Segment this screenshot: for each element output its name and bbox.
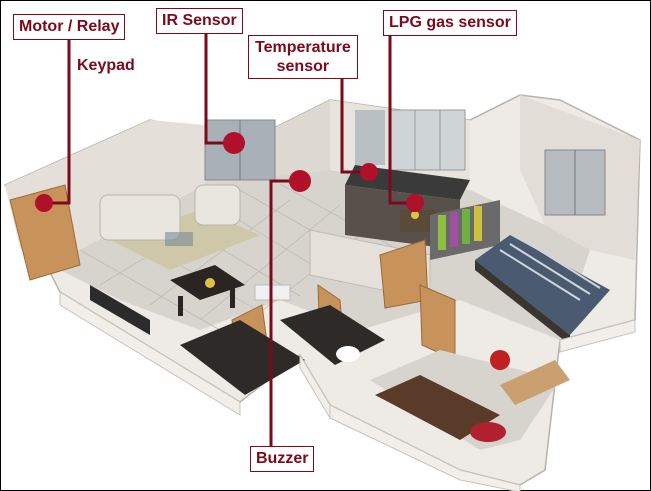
sensor-markers bbox=[35, 132, 424, 212]
lpg-sensor-marker bbox=[406, 194, 424, 212]
motor-relay-marker bbox=[35, 194, 53, 212]
front-walls bbox=[59, 291, 636, 491]
dining-table bbox=[170, 265, 245, 316]
temperature-sensor-label: Temperature sensor bbox=[248, 35, 358, 79]
tv-unit bbox=[90, 285, 150, 335]
bathroom bbox=[180, 284, 385, 395]
lpg-gas-sensor-label: LPG gas sensor bbox=[383, 10, 517, 36]
study-room bbox=[370, 350, 570, 450]
buzzer-marker bbox=[289, 170, 311, 192]
temperature-sensor-label-line1: Temperature bbox=[255, 39, 351, 56]
temperature-sensor-label-line2: sensor bbox=[276, 58, 330, 75]
buzzer-label: Buzzer bbox=[250, 446, 315, 472]
bedroom bbox=[475, 149, 610, 345]
motor-relay-label: Motor / Relay bbox=[13, 14, 126, 40]
entrance-door bbox=[9, 184, 81, 281]
living-room bbox=[99, 184, 260, 270]
ir-sensor-marker bbox=[223, 132, 245, 154]
temperature-sensor-marker bbox=[360, 163, 378, 181]
ir-sensor-label: IR Sensor bbox=[156, 8, 243, 34]
keypad-label: Keypad bbox=[77, 57, 135, 74]
